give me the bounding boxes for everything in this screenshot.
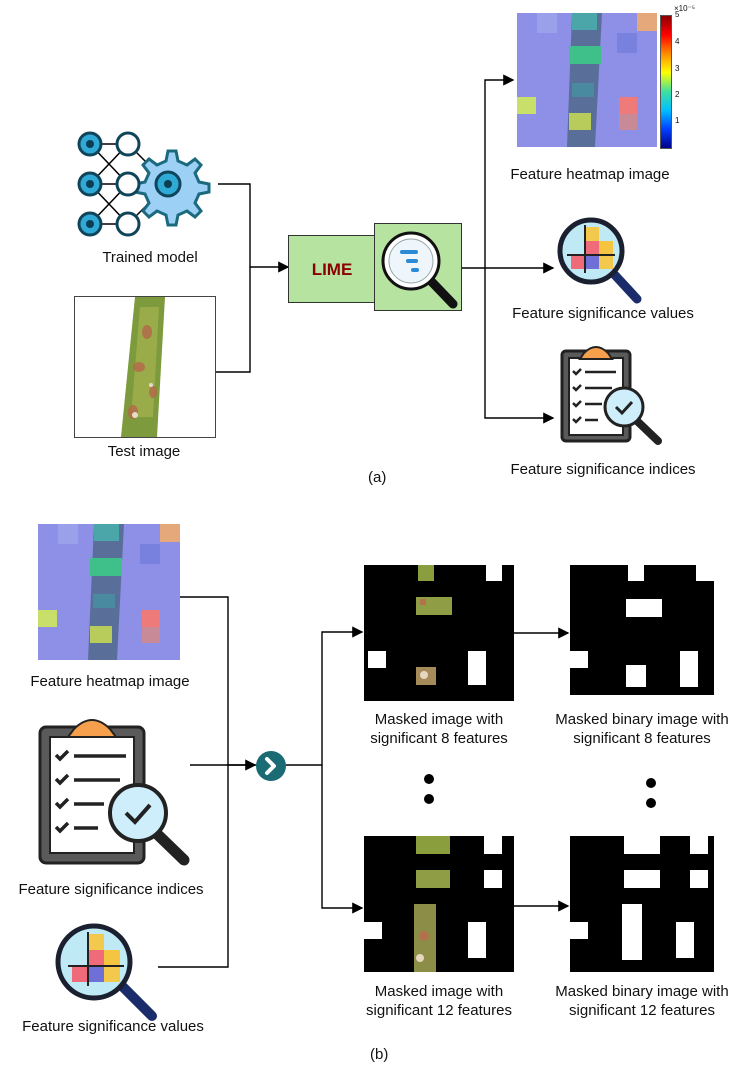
- significance-values-icon-b: [55, 923, 157, 1021]
- heatmap-label-b: Feature heatmap image: [30, 673, 190, 690]
- colorbar-tick: 5: [675, 10, 680, 19]
- binary-image-12: [570, 836, 714, 972]
- binary12-label: Masked binary image with significant 12 …: [555, 983, 729, 1019]
- masked12-label: Masked image with significant 12 feature…: [366, 983, 512, 1019]
- values-label: Feature significance values: [512, 305, 694, 322]
- significance-indices-icon: [560, 346, 662, 445]
- indices-label: Feature significance indices: [510, 461, 696, 478]
- masked-image-8: [364, 565, 514, 701]
- ellipsis-dot: [424, 794, 434, 804]
- caption-a: (a): [368, 469, 387, 486]
- feature-heatmap-image-b: [38, 524, 180, 660]
- heatmap-label: Feature heatmap image: [510, 166, 670, 183]
- masked-image-12: [364, 836, 514, 972]
- significance-values-icon: [557, 217, 642, 304]
- colorbar-tick: 1: [675, 116, 680, 125]
- neural-network-gear-icon: [77, 131, 211, 237]
- significance-indices-icon-b: [38, 719, 190, 866]
- lime-label: LIME: [311, 260, 353, 279]
- indices-label-b: Feature significance indices: [18, 881, 204, 898]
- colorbar: [660, 15, 672, 149]
- test-image: [74, 296, 216, 438]
- ellipsis-dot: [646, 778, 656, 788]
- colorbar-exponent: ×10⁻⁵: [674, 4, 696, 13]
- chevron-right-icon: [256, 751, 286, 781]
- caption-b: (b): [370, 1046, 389, 1063]
- binary-image-8: [570, 565, 714, 695]
- binary8-label: Masked binary image with significant 8 f…: [555, 711, 729, 747]
- values-label-b: Feature significance values: [22, 1018, 204, 1035]
- colorbar-tick: 2: [675, 90, 680, 99]
- test-image-label: Test image: [107, 443, 181, 460]
- lime-box: LIME: [288, 235, 376, 303]
- magnifier-icon: [381, 231, 458, 309]
- lime-inspect-box: [374, 223, 462, 311]
- ellipsis-dot: [646, 798, 656, 808]
- trained-model-label: Trained model: [102, 249, 198, 266]
- masked8-label: Masked image with significant 8 features: [370, 711, 508, 747]
- colorbar-tick: 3: [675, 64, 680, 73]
- feature-heatmap-image: [517, 13, 657, 147]
- ellipsis-dot: [424, 774, 434, 784]
- colorbar-tick: 4: [675, 37, 680, 46]
